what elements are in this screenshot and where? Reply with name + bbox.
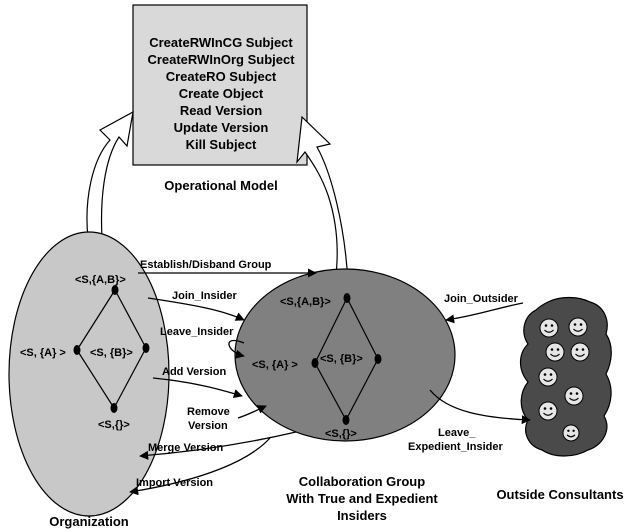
org-node-label-top: <S,{A,B}> bbox=[75, 274, 126, 286]
establish-label: Establish/Disband Group bbox=[140, 259, 272, 271]
lattice-edge bbox=[314, 297, 348, 364]
operation-item: Create Object bbox=[179, 86, 264, 101]
operation-item: Kill Subject bbox=[186, 137, 257, 152]
lattice-node bbox=[111, 285, 119, 295]
lattice-node bbox=[374, 354, 382, 364]
lattice-node bbox=[110, 403, 118, 413]
group-caption-line: With True and Expedient bbox=[286, 491, 438, 506]
collaboration-group-ellipse bbox=[234, 268, 456, 442]
join-insider-arrow bbox=[147, 297, 245, 321]
leave-expedient-label-line: Expedient_Insider bbox=[408, 441, 503, 453]
org-node-label-left: <S, {A} > bbox=[20, 347, 66, 359]
add-version-label: Add Version bbox=[162, 366, 226, 378]
organization: <S,{A,B}> <S, {A} > <S, {B}> <S,{}> Orga… bbox=[8, 231, 170, 529]
group-node-label-top: <S,{A,B}> bbox=[280, 296, 331, 308]
lattice-edge bbox=[76, 349, 115, 409]
leave-expedient-arrow bbox=[429, 389, 531, 425]
lattice-edge bbox=[114, 289, 147, 349]
operational-model-box bbox=[132, 4, 308, 166]
remove-version-arrow bbox=[237, 405, 267, 419]
smiley-face-icon bbox=[539, 318, 559, 338]
org-node-label-bottom: <S,{}> bbox=[98, 419, 130, 431]
transitions: Establish/Disband Group Join_Insider Lea… bbox=[129, 259, 531, 496]
smiley-face-icon bbox=[568, 317, 588, 337]
group-node-label-bottom: <S,{}> bbox=[325, 428, 357, 440]
group-caption-line: Insiders bbox=[337, 508, 387, 523]
lattice-edge bbox=[314, 362, 347, 421]
organization-to-model-arrow bbox=[86, 110, 134, 239]
organization-ellipse bbox=[8, 231, 170, 517]
group-caption-line: Collaboration Group bbox=[299, 474, 425, 489]
lattice-node bbox=[343, 293, 351, 303]
leave-insider-arrow bbox=[228, 340, 245, 359]
outside-consultants: Outside Consultants bbox=[496, 296, 624, 502]
operation-item: Update Version bbox=[174, 120, 269, 135]
organization-caption: Organization bbox=[49, 514, 129, 529]
lattice-node bbox=[311, 358, 319, 368]
join-insider-label: Join_Insider bbox=[172, 290, 238, 302]
collaboration-group: <S,{A,B}> <S, {A} > <S, {B}> <S,{}> Coll… bbox=[234, 268, 456, 523]
remove-version-label-line: Version bbox=[188, 420, 228, 432]
lattice-edge bbox=[346, 297, 379, 360]
operational-model-caption: Operational Model bbox=[164, 178, 277, 193]
operation-item: CreateRWInCG Subject bbox=[149, 35, 293, 50]
smiley-face-icon bbox=[545, 342, 565, 362]
join-outsider-arrow bbox=[445, 302, 524, 324]
group-node-label-right: <S, {B}> bbox=[320, 353, 363, 365]
group-node-label-left: <S, {A} > bbox=[252, 359, 298, 371]
lattice-edge bbox=[345, 358, 379, 421]
remove-version-label-line: Remove bbox=[187, 406, 230, 418]
smiley-face-icon bbox=[570, 342, 590, 362]
group-to-model-arrow bbox=[296, 115, 349, 284]
operation-item: Read Version bbox=[180, 103, 262, 118]
smiley-face-icon bbox=[564, 386, 584, 406]
add-version-arrow bbox=[152, 377, 243, 399]
import-version-label: Import Version bbox=[136, 477, 213, 489]
lattice-node bbox=[342, 415, 350, 425]
join-outsider-label: Join_Outsider bbox=[444, 293, 519, 305]
merge-version-label: Merge Version bbox=[148, 442, 223, 454]
import-version-arrow bbox=[129, 437, 271, 496]
smiley-face-icon bbox=[538, 367, 558, 387]
operation-item: CreateRO Subject bbox=[166, 69, 277, 84]
org-node-label-right: <S, {B}> bbox=[90, 347, 133, 359]
operational-model: CreateRWInCG Subject CreateRWInOrg Subje… bbox=[132, 4, 308, 193]
smiley-face-icon bbox=[538, 401, 558, 421]
lattice-edge bbox=[76, 289, 116, 351]
consultants-caption: Outside Consultants bbox=[496, 487, 623, 502]
operation-item: CreateRWInOrg Subject bbox=[147, 52, 295, 67]
lattice-node bbox=[142, 343, 150, 353]
leave-insider-label: Leave_Insider bbox=[160, 326, 234, 338]
leave-expedient-label-line: Leave_ bbox=[438, 427, 476, 439]
lattice-edge bbox=[113, 347, 147, 409]
lattice-node bbox=[73, 345, 81, 355]
merge-version-arrow bbox=[139, 431, 297, 460]
smiley-face-icon bbox=[562, 424, 580, 442]
